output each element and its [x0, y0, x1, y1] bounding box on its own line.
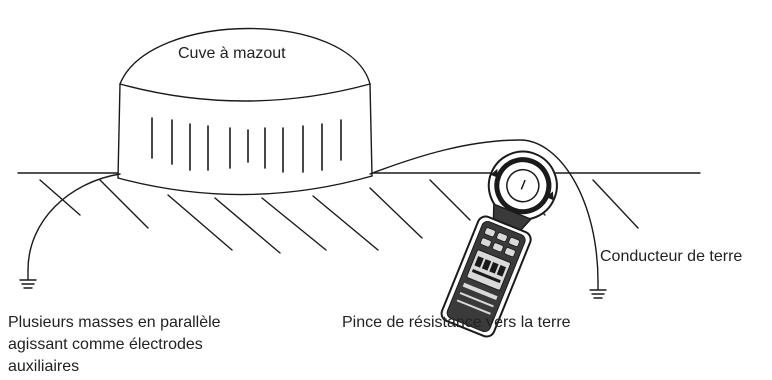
ground-symbol-right-icon — [589, 281, 607, 299]
ground-conductor-label: Conducteur de terre — [600, 248, 743, 265]
masses-label-line-3: auxiliaires — [8, 358, 80, 375]
tank-left-wall — [117, 83, 121, 179]
tank-label: Cuve à mazout — [178, 45, 286, 62]
masses-label-line-2: agissant comme électrodes — [8, 336, 203, 353]
oil-tank — [117, 27, 373, 196]
clamp-label: Pince de résistance vers la terre — [342, 314, 571, 331]
ground-conductor-wire — [369, 139, 599, 283]
left-ground-wire — [27, 173, 121, 271]
clamp-meter-icon — [440, 150, 558, 338]
tank-bottom — [117, 175, 373, 196]
ground-symbol-left-icon — [19, 269, 37, 289]
tank-right-wall — [369, 83, 373, 177]
tank-dome — [119, 27, 371, 85]
tank-ribs — [151, 117, 342, 173]
tank-rim — [119, 83, 371, 102]
masses-label-line-1: Plusieurs masses en parallèle — [8, 314, 221, 331]
